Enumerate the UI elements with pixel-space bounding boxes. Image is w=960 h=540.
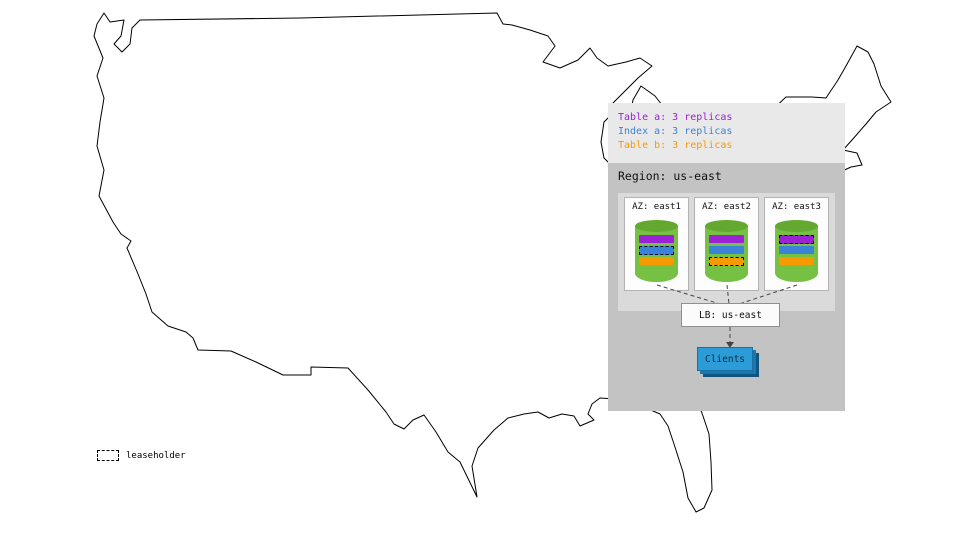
load-balancer-label: LB: us-east	[699, 309, 762, 321]
replica-band-index-a	[709, 246, 744, 254]
leaseholder-swatch-icon	[97, 450, 119, 461]
database-cylinder-icon	[775, 220, 818, 282]
az-box-east1: AZ: east1	[624, 197, 689, 291]
replica-band-index-a	[639, 246, 674, 255]
region-panel: Region: us-east AZ: east1 AZ: east2	[608, 163, 845, 411]
legend-table-a: Table a: 3 replicas	[618, 112, 733, 123]
replica-band-table-b	[639, 257, 674, 265]
az-container: AZ: east1 AZ: east2	[618, 193, 835, 311]
legend-index-a: Index a: 3 replicas	[618, 126, 733, 137]
legend-table-b: Table b: 3 replicas	[618, 140, 733, 151]
cylinder-top	[705, 220, 748, 232]
az-label-east3: AZ: east3	[772, 202, 821, 212]
database-cylinder-icon	[635, 220, 678, 282]
load-balancer-box: LB: us-east	[681, 303, 780, 327]
replica-band-table-a	[639, 235, 674, 243]
az-label-east1: AZ: east1	[632, 202, 681, 212]
replica-band-table-a	[779, 235, 814, 244]
cylinder-top	[775, 220, 818, 232]
leaseholder-label: leaseholder	[126, 450, 186, 461]
replica-band-index-a	[779, 246, 814, 254]
replica-legend-panel: Table a: 3 replicas Index a: 3 replicas …	[608, 103, 845, 163]
az-box-east3: AZ: east3	[764, 197, 829, 291]
database-cylinder-icon	[705, 220, 748, 282]
clients-stack: Clients	[697, 347, 759, 377]
replica-band-table-b	[779, 257, 814, 265]
leaseholder-legend: leaseholder	[97, 450, 186, 461]
region-title: Region: us-east	[618, 169, 722, 183]
replica-band-table-b	[709, 257, 744, 266]
az-label-east2: AZ: east2	[702, 202, 751, 212]
cylinder-top	[635, 220, 678, 232]
clients-box: Clients	[697, 347, 753, 371]
clients-label: Clients	[704, 353, 746, 365]
replica-band-table-a	[709, 235, 744, 243]
az-box-east2: AZ: east2	[694, 197, 759, 291]
